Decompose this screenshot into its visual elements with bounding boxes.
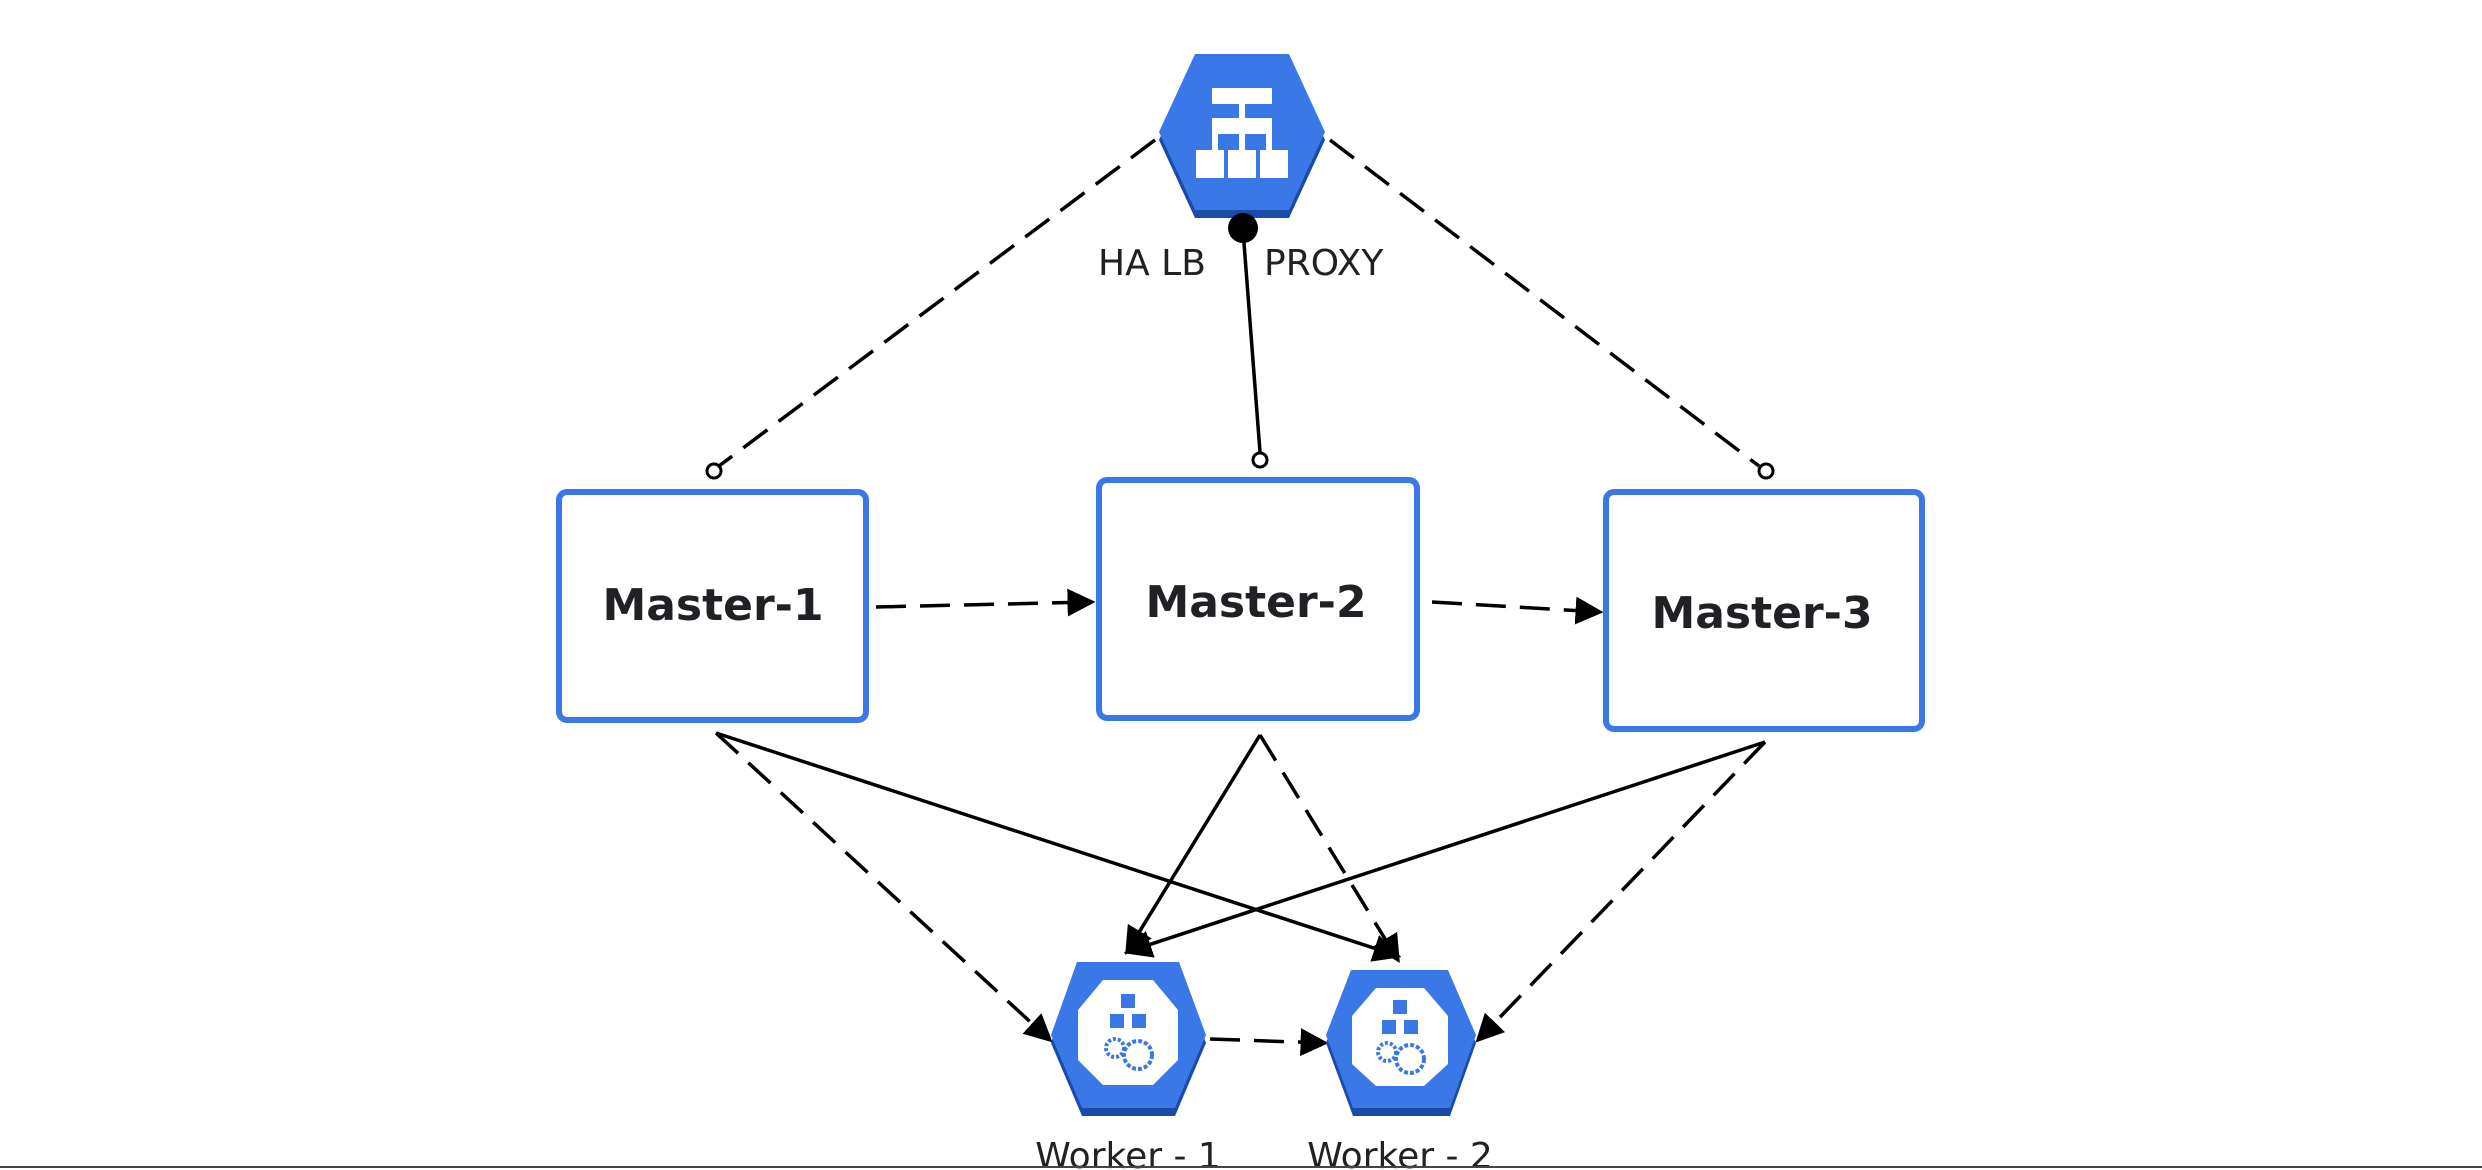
edge-worker-1-worker-2 (1209, 1028, 1329, 1057)
kubernetes-engine-icon (1051, 962, 1206, 1116)
worker-node-1[interactable]: Worker - 1 (1035, 962, 1221, 1170)
master-node-2[interactable]: Master-2 (1096, 477, 1420, 721)
lb-connector-dot (1228, 213, 1258, 243)
master-label: Master-3 (1651, 588, 1872, 639)
connections (705, 138, 1775, 1057)
worker-node-2[interactable]: Worker - 2 (1307, 970, 1493, 1170)
load-balancer-node[interactable]: HA LB PROXY (1098, 54, 1384, 284)
master-box (1603, 489, 1925, 732)
edge-master-3-worker-1 (1123, 740, 1766, 958)
master-label: Master-2 (1145, 577, 1366, 628)
edge-master-1-master-2 (875, 588, 1096, 617)
edge-master-1-worker-1 (714, 731, 1053, 1043)
master-box (556, 489, 869, 723)
endpoint-master-2 (1251, 451, 1269, 469)
master-node-1[interactable]: Master-1 (556, 489, 869, 723)
endpoint-master-1 (705, 462, 723, 480)
edge-master-1-worker-2 (715, 731, 1402, 962)
master-box (1096, 477, 1420, 721)
master-node-3[interactable]: Master-3 (1603, 489, 1925, 732)
edge-master-2-worker-1 (1125, 734, 1262, 955)
endpoint-master-3 (1757, 462, 1775, 480)
edge-master-3-worker-2 (1475, 740, 1767, 1043)
lb-label-left: HA LB (1098, 243, 1206, 284)
edge-lb-master-2 (1241, 229, 1262, 453)
master-label: Master-1 (602, 580, 823, 631)
edge-master-2-worker-2 (1258, 734, 1400, 963)
kubernetes-engine-icon (1326, 970, 1476, 1116)
lb-label-right: PROXY (1264, 243, 1384, 284)
edge-master-2-master-3 (1431, 596, 1604, 625)
edge-lb-master-1 (717, 138, 1157, 468)
edge-lb-master-3 (1328, 138, 1761, 468)
worker-label: Worker - 1 (1035, 1136, 1221, 1170)
bottom-border (0, 1166, 2482, 1168)
worker-label: Worker - 2 (1307, 1136, 1493, 1170)
load-balancer-icon (1159, 54, 1325, 218)
